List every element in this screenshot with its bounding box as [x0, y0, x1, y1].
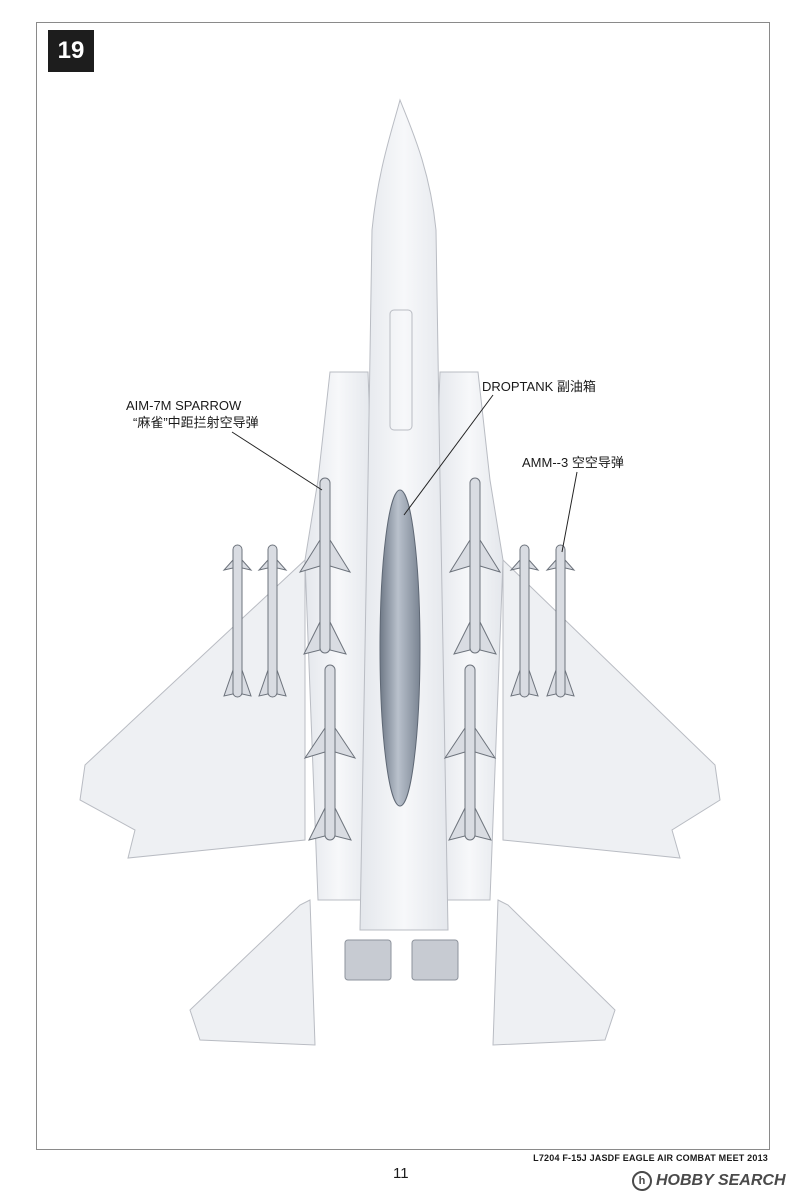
missile-amm3-left-inner	[257, 544, 288, 698]
left-wing	[79, 558, 306, 859]
right-wing	[502, 558, 721, 859]
label-amm3: AMM--3 空空导弹	[522, 455, 624, 470]
watermark-text: HOBBY SEARCH	[656, 1172, 786, 1189]
leader-droptank	[403, 394, 494, 516]
missile-sparrow-right-front	[448, 477, 502, 655]
leader-amm3	[561, 471, 578, 553]
missile-sparrow-left-front	[298, 477, 352, 655]
label-droptank: DROPTANK 副油箱	[482, 379, 596, 394]
droptank	[379, 489, 421, 807]
missile-sparrow-right-rear	[443, 664, 497, 841]
missile-amm3-right-inner	[509, 544, 540, 698]
right-stabilizer	[492, 899, 616, 1046]
page-number: 11	[393, 1165, 409, 1182]
missile-amm3-left-outer	[222, 544, 253, 698]
left-stabilizer	[189, 899, 316, 1046]
missile-sparrow-left-rear	[303, 664, 357, 841]
hobby-search-logo-icon: h	[632, 1171, 652, 1191]
right-nozzle	[411, 939, 459, 981]
label-sparrow-cn: “麻雀”中距拦射空导弹	[133, 415, 259, 430]
watermark: h HOBBY SEARCH	[632, 1168, 786, 1194]
kit-title: L7204 F-15J JASDF EAGLE AIR COMBAT MEET …	[533, 1153, 768, 1163]
spine-panel	[389, 309, 413, 431]
label-sparrow-en: AIM-7M SPARROW	[126, 398, 242, 413]
missile-amm3-right-outer	[545, 544, 576, 698]
left-nozzle	[344, 939, 392, 981]
step-number-badge: 19	[48, 30, 94, 72]
page-frame	[36, 22, 770, 1150]
leader-sparrow	[231, 431, 323, 491]
